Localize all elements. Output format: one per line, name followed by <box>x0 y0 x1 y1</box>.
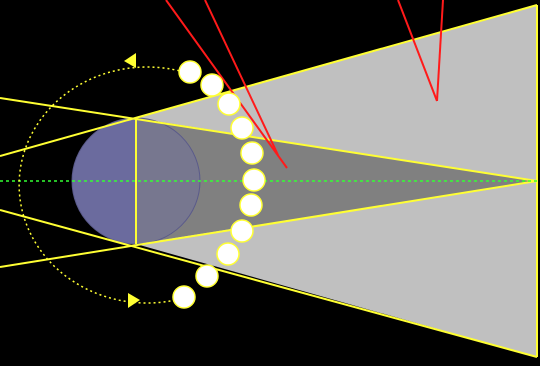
orbit-direction-arrow-top <box>124 53 136 68</box>
moon-orbit <box>18 53 185 308</box>
moon-position <box>200 73 224 97</box>
pointer-lines <box>165 0 444 169</box>
pointer-line-4 <box>436 0 444 102</box>
moon-position <box>195 264 219 288</box>
moon-position <box>178 60 202 84</box>
penumbra-edge-top <box>0 4 538 157</box>
pointer-line-3 <box>397 0 438 102</box>
orbit-direction-arrow-bottom <box>128 293 140 308</box>
moon-position <box>217 92 241 116</box>
moon-position <box>216 242 240 266</box>
moon-position <box>239 193 263 217</box>
moon-position <box>230 116 254 140</box>
moon-position <box>230 219 254 243</box>
umbra-edge-top <box>0 97 538 182</box>
orbit-arc <box>18 66 185 304</box>
moon-position <box>240 141 264 165</box>
moon-position <box>172 285 196 309</box>
umbra-edge-bottom <box>0 180 538 268</box>
pointer-line-1 <box>165 0 288 169</box>
moon-positions <box>172 60 266 309</box>
pointer-line-2 <box>204 0 279 156</box>
moon-position <box>242 168 266 192</box>
penumbra-edge-bottom <box>0 209 538 358</box>
